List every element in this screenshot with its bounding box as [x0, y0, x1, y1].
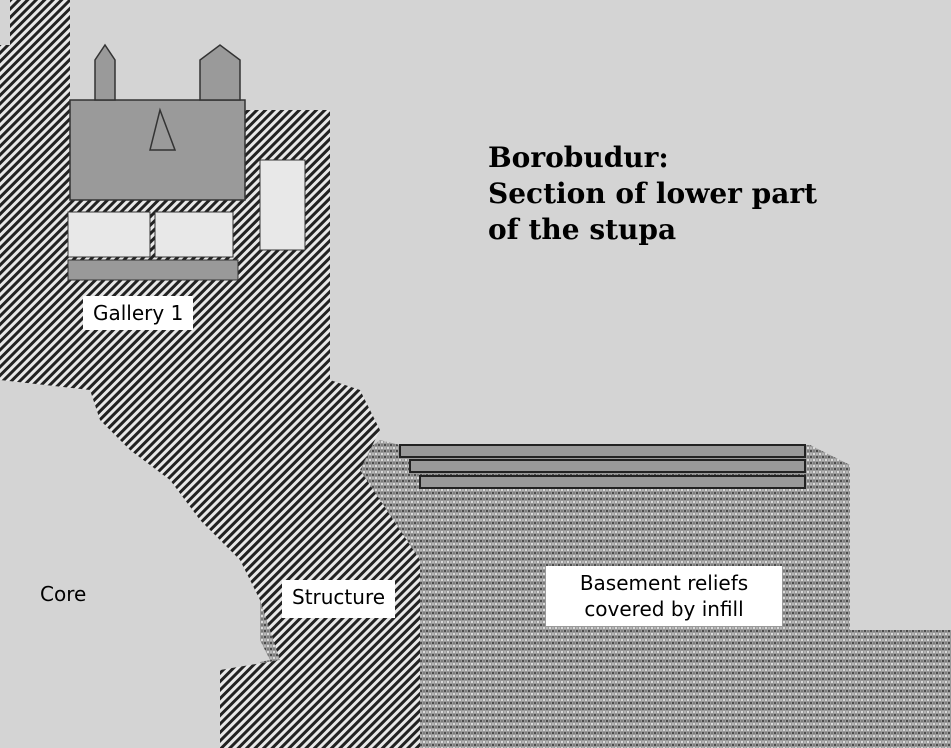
title-line-1: Borobudur:	[488, 141, 669, 174]
title-line-2: Section of lower part	[488, 177, 818, 210]
title-line-3: of the stupa	[488, 213, 677, 246]
gallery-label: Gallery 1	[83, 296, 194, 330]
core-area	[0, 395, 270, 748]
core-label: Core	[40, 582, 87, 606]
basement-cornice	[399, 444, 806, 489]
basement-label-line-1: Basement reliefs	[579, 571, 749, 595]
gallery-wall-block	[67, 211, 151, 258]
diagram-title: Borobudur: Section of lower part of the …	[488, 140, 817, 248]
gallery-wall-block	[154, 211, 234, 258]
basement-label-line-2: covered by infill	[584, 597, 744, 621]
gallery-balustrade	[69, 43, 246, 201]
structure-label: Structure	[282, 580, 396, 618]
balustrade-block	[259, 159, 306, 251]
basement-label: Basement reliefs covered by infill	[546, 566, 782, 626]
gallery-floor	[67, 259, 239, 281]
